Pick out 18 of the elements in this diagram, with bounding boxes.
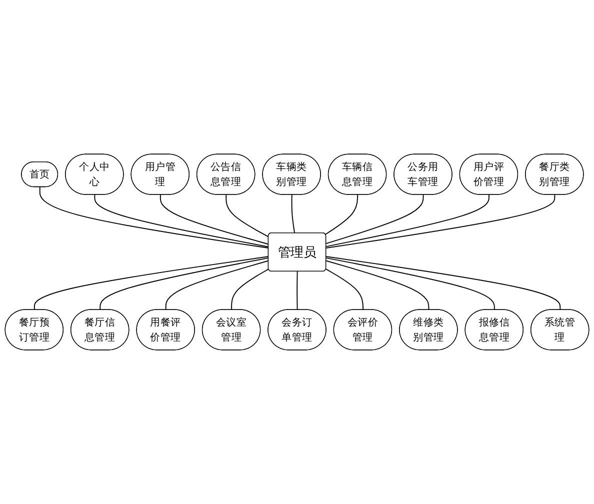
- connector: [291, 194, 296, 234]
- connector: [326, 256, 561, 310]
- connector: [226, 194, 269, 238]
- connector: [39, 186, 269, 248]
- connector: [326, 194, 424, 244]
- connector: [34, 256, 269, 310]
- connector: [296, 271, 298, 310]
- connector: [160, 194, 269, 245]
- connector: [326, 194, 490, 248]
- connector: [94, 194, 269, 248]
- connector: [165, 260, 269, 310]
- connector: [326, 268, 364, 310]
- connector: [326, 260, 430, 310]
- connector: [326, 257, 495, 310]
- connector: [231, 268, 270, 310]
- connector: [326, 194, 556, 248]
- connector: [324, 194, 358, 235]
- connector: [100, 257, 269, 310]
